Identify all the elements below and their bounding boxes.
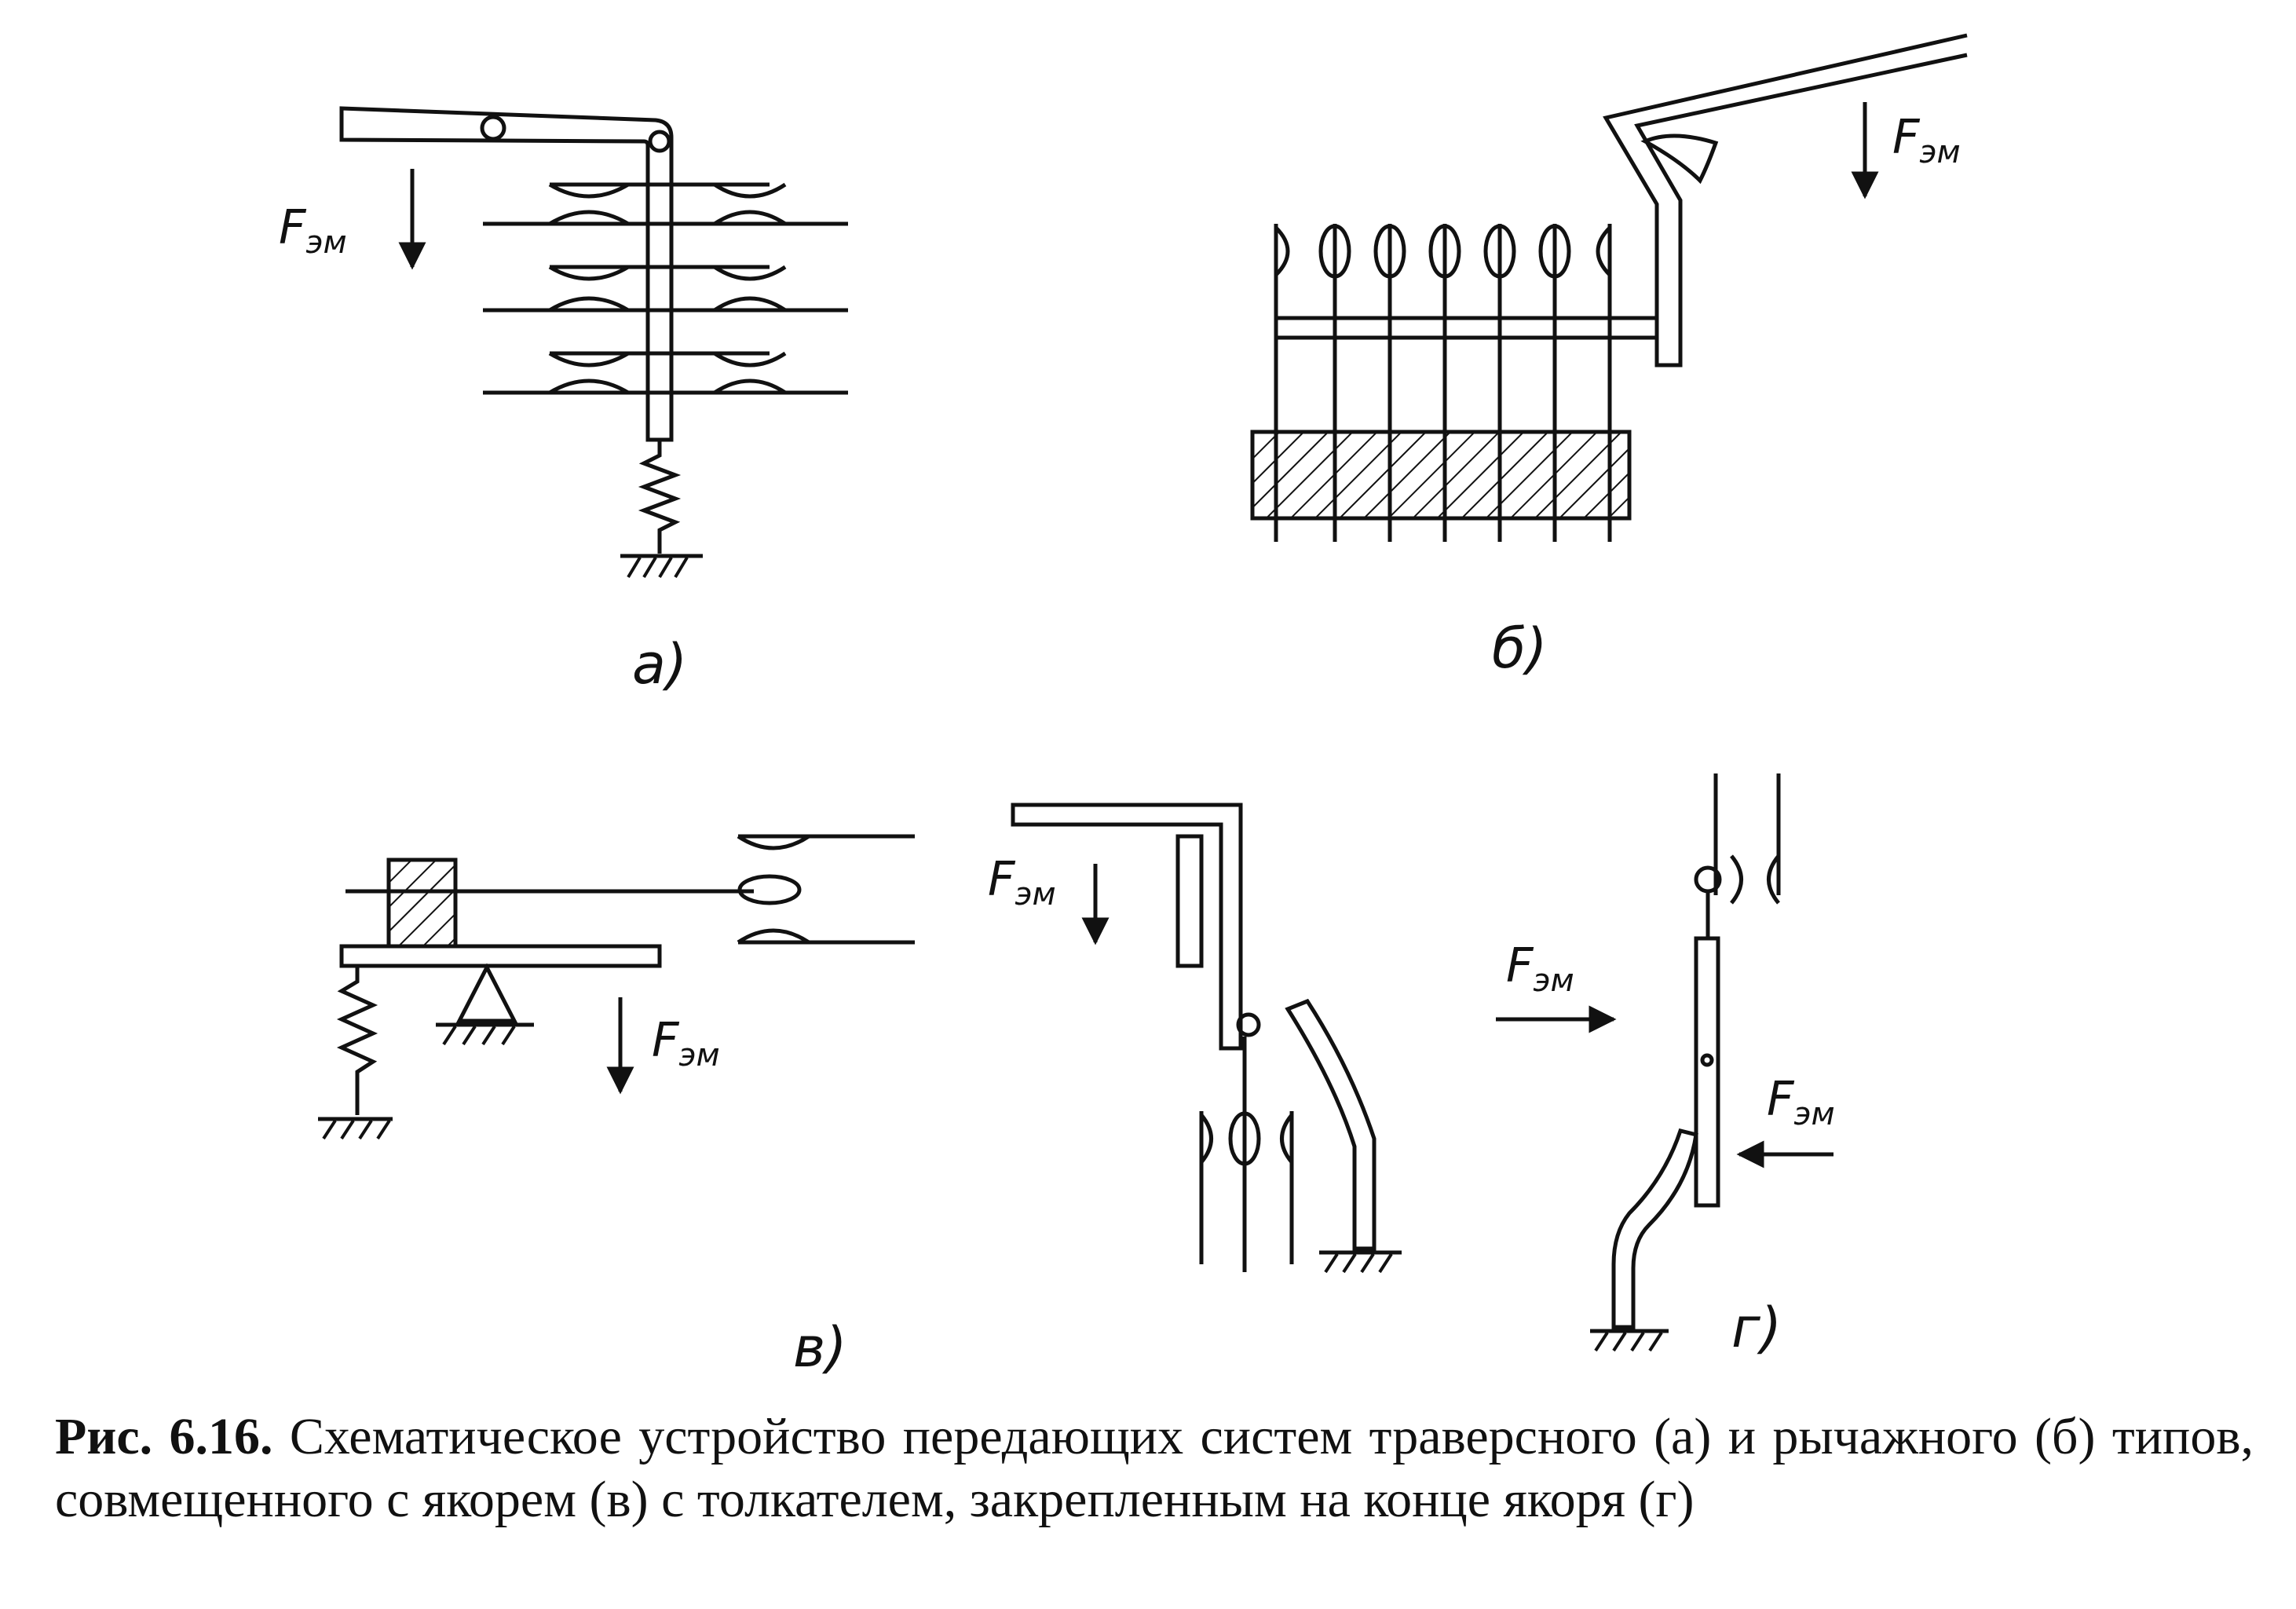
corner-joint — [648, 130, 671, 153]
traverse-lever — [339, 106, 674, 442]
lever-pusher — [1640, 133, 1719, 185]
ground-hatch-a — [627, 556, 689, 579]
pusher-spring — [1285, 998, 1377, 1251]
diagram-a: Fэм а) — [279, 106, 848, 697]
figure-caption: Рис. 6.16. Схематическое устройство пере… — [55, 1406, 2254, 1531]
contact-springs — [1274, 224, 1612, 542]
label-a: а) — [632, 632, 687, 697]
lever-arm — [1603, 33, 1968, 368]
label-g: г) — [1731, 1296, 1782, 1360]
pivot-joint — [480, 115, 506, 141]
return-spring — [638, 440, 682, 554]
force-label-g2: Fэм — [1767, 1072, 1835, 1132]
pusher-joint — [1236, 1012, 1261, 1037]
caption-number: Рис. 6.16. — [55, 1408, 273, 1465]
armature-g — [1694, 936, 1720, 1208]
core — [1175, 834, 1204, 968]
force-label-a: Fэм — [279, 200, 347, 261]
armature-plate — [339, 944, 662, 968]
figure-diagram: Fэм а) Fэм б) — [279, 33, 1968, 1380]
diagram-g: Fэм Fэм г) — [1496, 773, 1835, 1360]
fulcrum — [455, 963, 518, 1023]
diagram-b: Fэм б) — [1250, 33, 1968, 681]
label-b: б) — [1492, 616, 1547, 681]
spring-g — [1611, 1128, 1698, 1329]
armature-block — [386, 858, 458, 953]
armature-l — [1011, 803, 1243, 1051]
force-label-v2: Fэм — [988, 852, 1056, 912]
insulator-block — [1250, 430, 1632, 521]
label-v: в) — [793, 1315, 847, 1380]
caption-text: Схематическое устройство передающих сист… — [55, 1408, 2254, 1528]
force-label-b: Fэм — [1892, 110, 1961, 170]
force-label-v1: Fэм — [652, 1013, 720, 1073]
diagram-v-left: Fэм — [318, 834, 915, 1140]
contact-rows — [483, 182, 848, 395]
force-label-g1: Fэм — [1506, 938, 1574, 999]
diagram-v-right: Fэм в) — [793, 803, 1402, 1380]
spring-v — [336, 966, 378, 1115]
